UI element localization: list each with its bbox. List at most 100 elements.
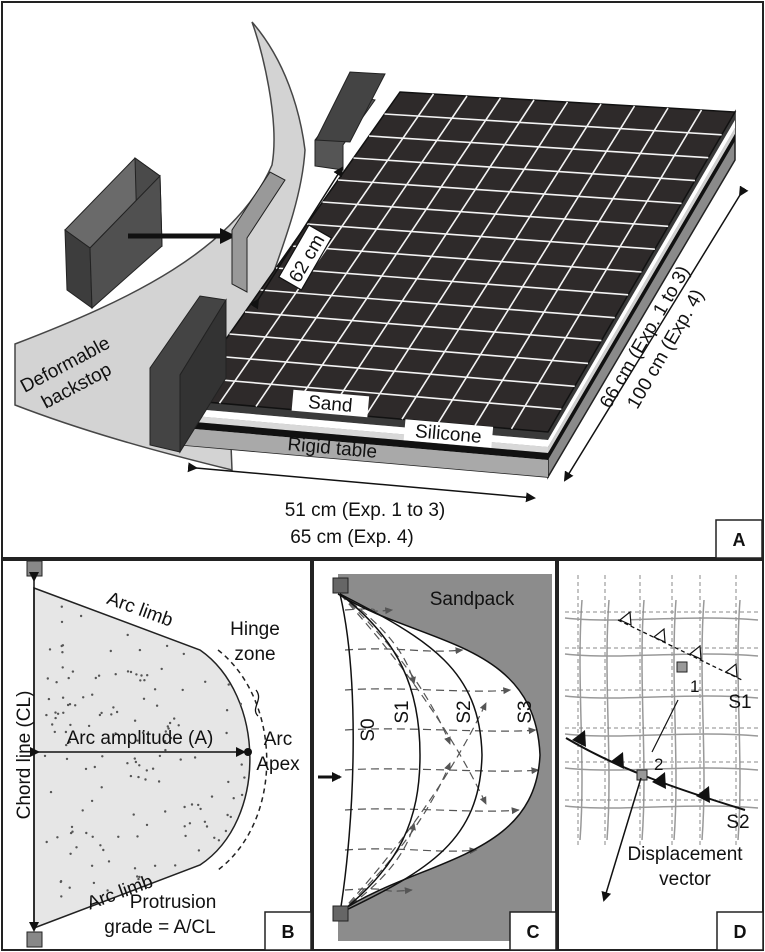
sand-dot	[94, 676, 98, 680]
sand-dot	[68, 886, 71, 889]
sand-dot	[133, 757, 136, 760]
chord-end-top	[26, 560, 43, 577]
panel-a-letter: A	[733, 530, 746, 550]
sand-dot	[183, 825, 186, 828]
grid-line	[353, 157, 695, 182]
sand-dot	[81, 809, 84, 812]
sand-dot	[54, 716, 57, 720]
sand-dot	[99, 844, 102, 847]
sand-dot	[115, 710, 119, 714]
sand-dot	[136, 835, 139, 838]
sand-dot	[110, 713, 113, 716]
deformed-grid-line	[606, 599, 610, 841]
sand-dot	[85, 831, 88, 835]
displacement-label-2: vector	[659, 869, 711, 890]
sand-dot	[217, 839, 221, 842]
displacement-label-1: Displacement	[627, 844, 743, 865]
sand-dot	[151, 767, 155, 770]
surface-grid	[198, 93, 722, 430]
sand-dot	[90, 799, 94, 803]
sand-dot	[146, 740, 150, 744]
sand-dot	[134, 760, 138, 764]
width-62-arrow	[249, 166, 344, 310]
protrusion-label-2: grade = A/CL	[104, 917, 215, 938]
sand-dot	[183, 805, 186, 809]
sand-dot	[137, 775, 140, 779]
deformed-grid-line	[737, 599, 741, 841]
sand-dot	[126, 762, 129, 765]
sand-dot	[243, 776, 246, 779]
sand-dot	[51, 723, 54, 726]
thrust-tooth	[724, 662, 738, 678]
particle-path	[344, 647, 464, 655]
sand-dot	[168, 721, 172, 725]
sand-dot	[47, 697, 51, 701]
hinge-label-2: zone	[234, 644, 275, 665]
sand-dot	[71, 830, 74, 833]
sand-dot	[117, 835, 120, 838]
sand-dot	[199, 807, 202, 811]
marker-point-2	[636, 769, 648, 781]
sand-dot	[60, 605, 63, 608]
stage-s0-label: S0	[358, 718, 379, 741]
sand-dot	[70, 825, 74, 829]
sand-dot	[64, 730, 68, 734]
deformed-grid-line	[564, 695, 759, 699]
sand-dot	[173, 717, 176, 720]
arc-apex-label-2: Apex	[256, 754, 300, 775]
sand-dot	[100, 711, 103, 715]
sand-dot	[136, 739, 139, 742]
particle-path	[344, 807, 520, 815]
sand-dot	[227, 683, 230, 686]
s2-label: S2	[726, 812, 749, 833]
panel-c: Sandpack S0 S1 S2 S3 C	[312, 559, 557, 951]
sand-dot	[62, 711, 65, 714]
hinge-label-1: Hinge	[230, 619, 280, 640]
sand-dot	[48, 648, 52, 651]
sand-dot	[188, 822, 192, 825]
stage-s1-label: S1	[392, 700, 413, 723]
sand-dot	[142, 697, 146, 700]
sand-dot	[157, 780, 161, 783]
sand-dot	[61, 696, 65, 699]
sand-dot	[93, 765, 97, 769]
arc-s0	[339, 593, 354, 914]
arc-shape	[33, 586, 251, 930]
grid-line	[198, 377, 562, 410]
sand-dot	[224, 829, 228, 833]
displacement-path	[651, 699, 679, 753]
sand-dot	[143, 679, 146, 682]
sand-dot	[167, 727, 170, 730]
sand-dot	[74, 704, 77, 707]
particle-path	[339, 593, 487, 805]
sand-label: Sand	[307, 392, 353, 417]
sand-dot	[169, 736, 173, 740]
sand-dot	[155, 704, 159, 707]
deformed-grid-line	[564, 653, 759, 657]
panel-a: 62 cm 66 cm (Exp. 1 to 3) 100 cm (Exp. 4…	[1, 1, 764, 559]
panel-b-letter: B	[282, 922, 295, 942]
sand-dot	[56, 836, 59, 839]
sand-dot	[60, 644, 63, 648]
sand-dot	[56, 712, 60, 715]
width-label-2: 65 cm (Exp. 4)	[290, 527, 414, 548]
sand-dot	[163, 740, 167, 743]
sand-dot	[153, 864, 157, 867]
sand-dot	[126, 670, 130, 673]
deformed-grid-line	[564, 617, 759, 621]
sand-dot	[53, 730, 56, 734]
grid-line	[213, 355, 575, 388]
sand-dot	[213, 836, 216, 839]
thrust-tooth	[652, 627, 666, 643]
sand-dot	[132, 813, 135, 816]
sand-dot	[84, 767, 88, 771]
thrust-front-s2	[565, 737, 746, 811]
grid-line	[244, 311, 602, 342]
sand-dot	[153, 688, 157, 691]
sand-dot	[49, 790, 53, 794]
displacement-vector	[601, 777, 642, 902]
push-block	[64, 157, 163, 310]
thrust-s2-triangles	[572, 730, 710, 803]
sand-dot	[45, 713, 48, 717]
sand-dot	[98, 713, 102, 717]
